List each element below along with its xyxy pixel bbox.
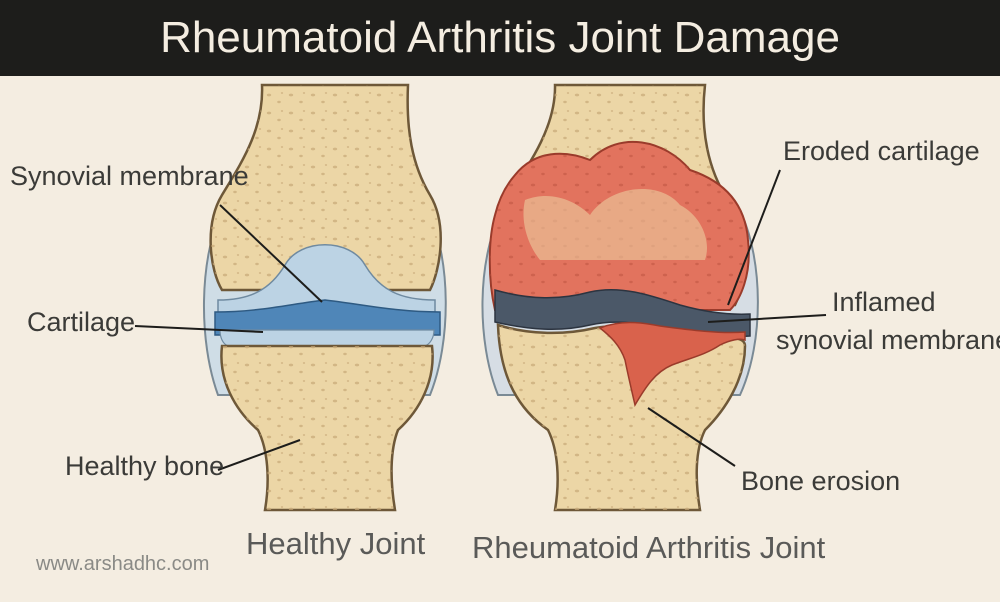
leader-healthy-bone bbox=[217, 439, 301, 471]
ra-bone-erosion bbox=[598, 321, 746, 408]
caption-ra-joint: Rheumatoid Arthritis Joint bbox=[472, 530, 826, 565]
leader-inflamed bbox=[707, 314, 827, 323]
healthy-synovial-membrane bbox=[217, 244, 436, 319]
healthy-cartilage-band bbox=[214, 299, 441, 336]
label-healthy-bone: Healthy bone bbox=[65, 451, 225, 481]
label-inflamed-line1: Inflamed bbox=[832, 287, 936, 317]
leader-synovial bbox=[219, 204, 323, 303]
leader-erosion bbox=[647, 407, 736, 467]
label-synovial-membrane: Synovial membrane bbox=[10, 161, 249, 191]
label-bone-erosion: Bone erosion bbox=[741, 466, 901, 496]
leader-cartilage bbox=[134, 325, 264, 333]
label-inflamed-line2: synovial membrane bbox=[776, 325, 1000, 355]
title-bar: Rheumatoid Arthritis Joint Damage bbox=[0, 0, 1000, 76]
page-title: Rheumatoid Arthritis Joint Damage bbox=[160, 13, 840, 62]
ra-eroded-cartilage bbox=[494, 288, 751, 338]
healthy-joint bbox=[203, 83, 447, 512]
label-eroded-cartilage: Eroded cartilage bbox=[783, 136, 980, 166]
watermark: www.arshadhc.com bbox=[36, 553, 210, 575]
caption-healthy-joint: Healthy Joint bbox=[246, 526, 426, 561]
leader-lines bbox=[134, 169, 827, 471]
ra-joint bbox=[481, 83, 759, 512]
label-cartilage: Cartilage bbox=[27, 307, 136, 337]
leader-eroded bbox=[727, 169, 781, 306]
